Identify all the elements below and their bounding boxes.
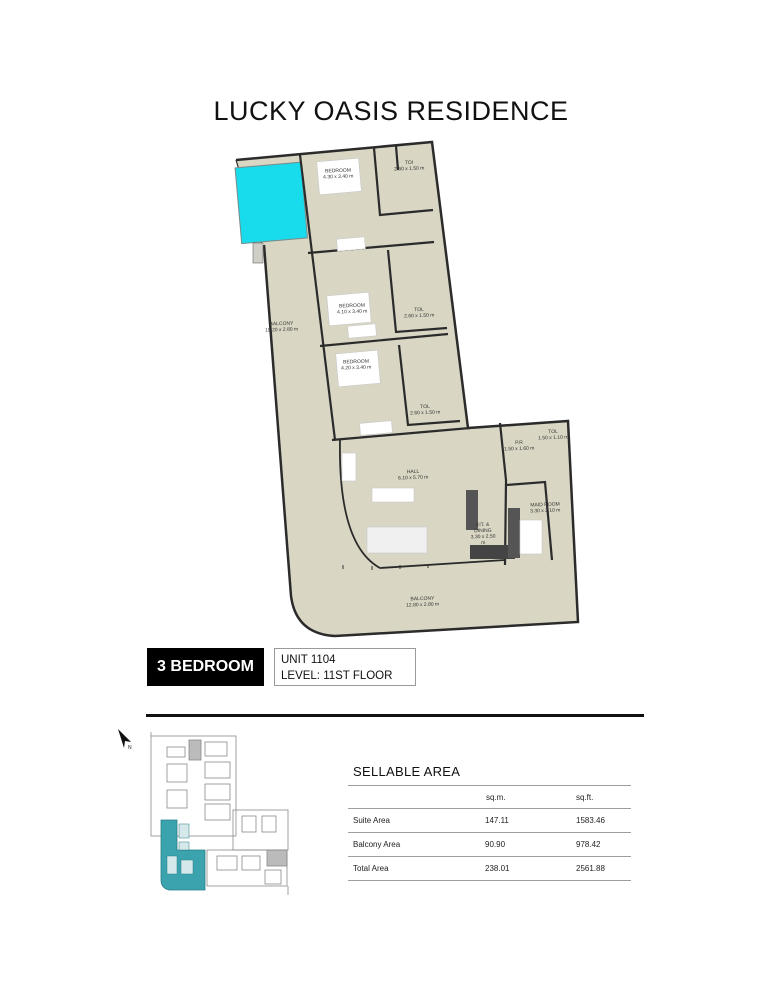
sellable-area-title: SELLABLE AREA [353,764,461,779]
table-row: Total Area 238.01 2561.88 [348,856,631,881]
table-row: Balcony Area 90.90 978.42 [348,832,631,857]
row-sqft: 1583.46 [575,808,631,833]
table-row: Suite Area 147.11 1583.46 [348,808,631,833]
row-sqm: 90.90 [484,832,575,857]
table-header-row: sq.m. sq.ft. [348,785,631,809]
unit-number: UNIT 1104 [281,654,336,666]
balcony-west [236,155,340,596]
maid-bed [519,519,543,555]
row-sqft: 978.42 [575,832,631,857]
row-label: Total Area [348,856,484,881]
unit-level: LEVEL: 11ST FLOOR [281,670,393,682]
row-label: Suite Area [348,808,484,833]
sofa-1 [371,487,415,503]
row-sqm: 147.11 [484,808,575,833]
sellable-area-table: sq.m. sq.ft. Suite Area 147.11 1583.46 B… [348,785,631,881]
row-sqm: 238.01 [484,856,575,881]
page-title: LUCKY OASIS RESIDENCE [213,96,569,126]
bed-1 [316,157,362,196]
north-arrow-icon [118,729,131,748]
column-header-sqm: sq.m. [484,785,575,809]
row-sqft: 2561.88 [575,856,631,881]
unit-info-box: UNIT 1104 LEVEL: 11ST FLOOR [274,648,416,686]
sellable-area-section: SELLABLE AREA sq.m. sq.ft. Suite Area 14… [348,764,631,881]
section-divider [146,714,644,717]
column-header-sqft: sq.ft. [575,785,631,809]
column-header-label [348,785,484,809]
sofa-2 [341,452,357,482]
row-label: Balcony Area [348,832,484,857]
dining-table [366,526,428,554]
bed-3 [335,349,381,388]
outer-wall [235,140,580,638]
bedroom-type-badge: 3 BEDROOM [147,648,264,686]
balcony-south [291,555,578,636]
bed-2 [326,291,372,327]
kitchen-island [466,490,478,530]
kitchen-counter [470,545,515,559]
north-label: N [128,745,132,751]
key-plan [150,732,289,895]
pool [234,161,308,245]
